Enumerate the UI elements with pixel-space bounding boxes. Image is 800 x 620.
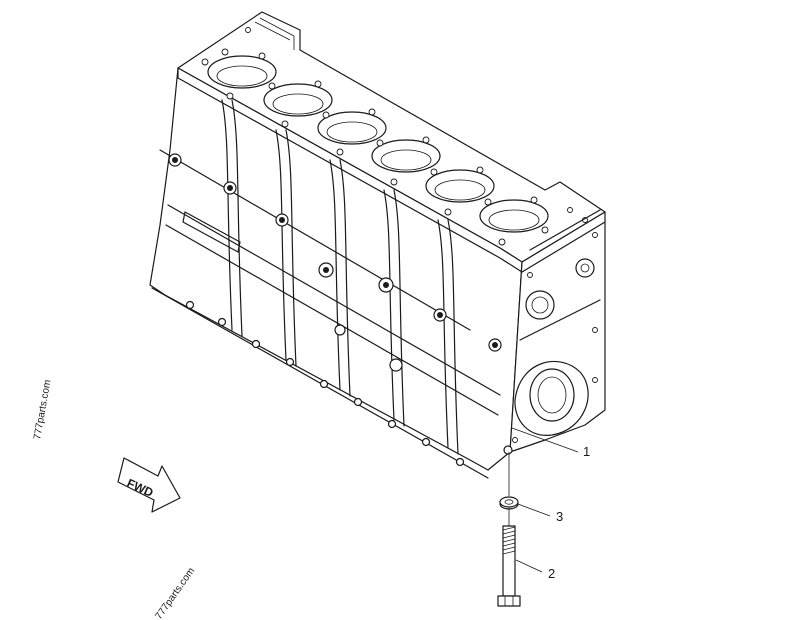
cylinder-block-drawing xyxy=(149,11,606,479)
pan-flange-bolts xyxy=(185,300,465,467)
cylinder-bores xyxy=(207,55,549,233)
block-ribs xyxy=(221,99,459,455)
block-bosses xyxy=(168,153,502,372)
gear-housing xyxy=(503,209,601,455)
callout-3-number: 3 xyxy=(556,509,563,524)
callout-leaders xyxy=(508,427,579,573)
watermark-bottom: 777parts.com xyxy=(153,566,197,620)
callout-2-number: 2 xyxy=(548,566,555,581)
bolt-drawing xyxy=(497,525,521,607)
washer-drawing xyxy=(499,496,519,510)
forward-direction-arrow: FWD xyxy=(117,457,181,513)
watermark-left: 777parts.com xyxy=(32,379,53,441)
head-bolt-holes xyxy=(201,27,588,246)
callout-1-number: 1 xyxy=(583,444,590,459)
